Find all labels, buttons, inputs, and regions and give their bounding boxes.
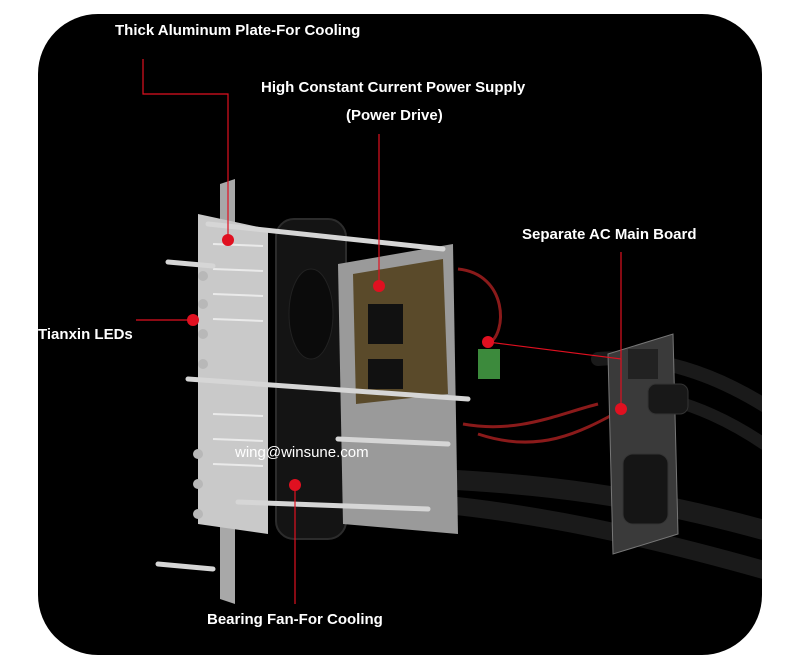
fan-label: Bearing Fan-For Cooling xyxy=(207,611,383,628)
power-cables xyxy=(428,351,762,579)
callout-lines xyxy=(136,59,622,604)
aluminum-plate-label: Thick Aluminum Plate-For Cooling xyxy=(115,22,361,39)
ac-main-board xyxy=(607,333,689,555)
callout-dots xyxy=(187,234,627,491)
leds-label: Tianxin LEDs xyxy=(38,326,133,343)
watermark: wing@winsune.com xyxy=(235,444,369,461)
photo-frame: Thick Aluminum Plate-For Cooling High Co… xyxy=(38,14,762,655)
module-frame xyxy=(155,179,500,604)
signal-wires xyxy=(457,267,624,444)
power-drive-label: (Power Drive) xyxy=(346,107,443,124)
ac-board-label: Separate AC Main Board xyxy=(522,226,697,243)
power-supply-label: High Constant Current Power Supply xyxy=(261,79,526,96)
led-module-photo xyxy=(136,59,762,604)
